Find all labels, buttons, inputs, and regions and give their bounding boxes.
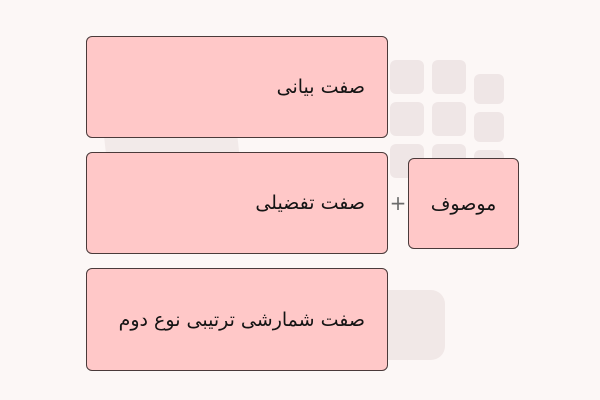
adjective-box-ordinal: صفت شمارشی ترتیبی نوع دوم [86,268,388,371]
adjective-label: صفت تفضیلی [255,192,365,214]
plus-operator: + [389,191,407,215]
noun-box: موصوف [408,158,519,249]
noun-label: موصوف [430,192,497,215]
adjective-label: صفت بیانی [276,76,365,98]
adjective-label: صفت شمارشی ترتیبی نوع دوم [118,308,365,331]
adjective-box-comparative: صفت تفضیلی [86,152,388,254]
adjective-box-descriptive: صفت بیانی [86,36,388,138]
